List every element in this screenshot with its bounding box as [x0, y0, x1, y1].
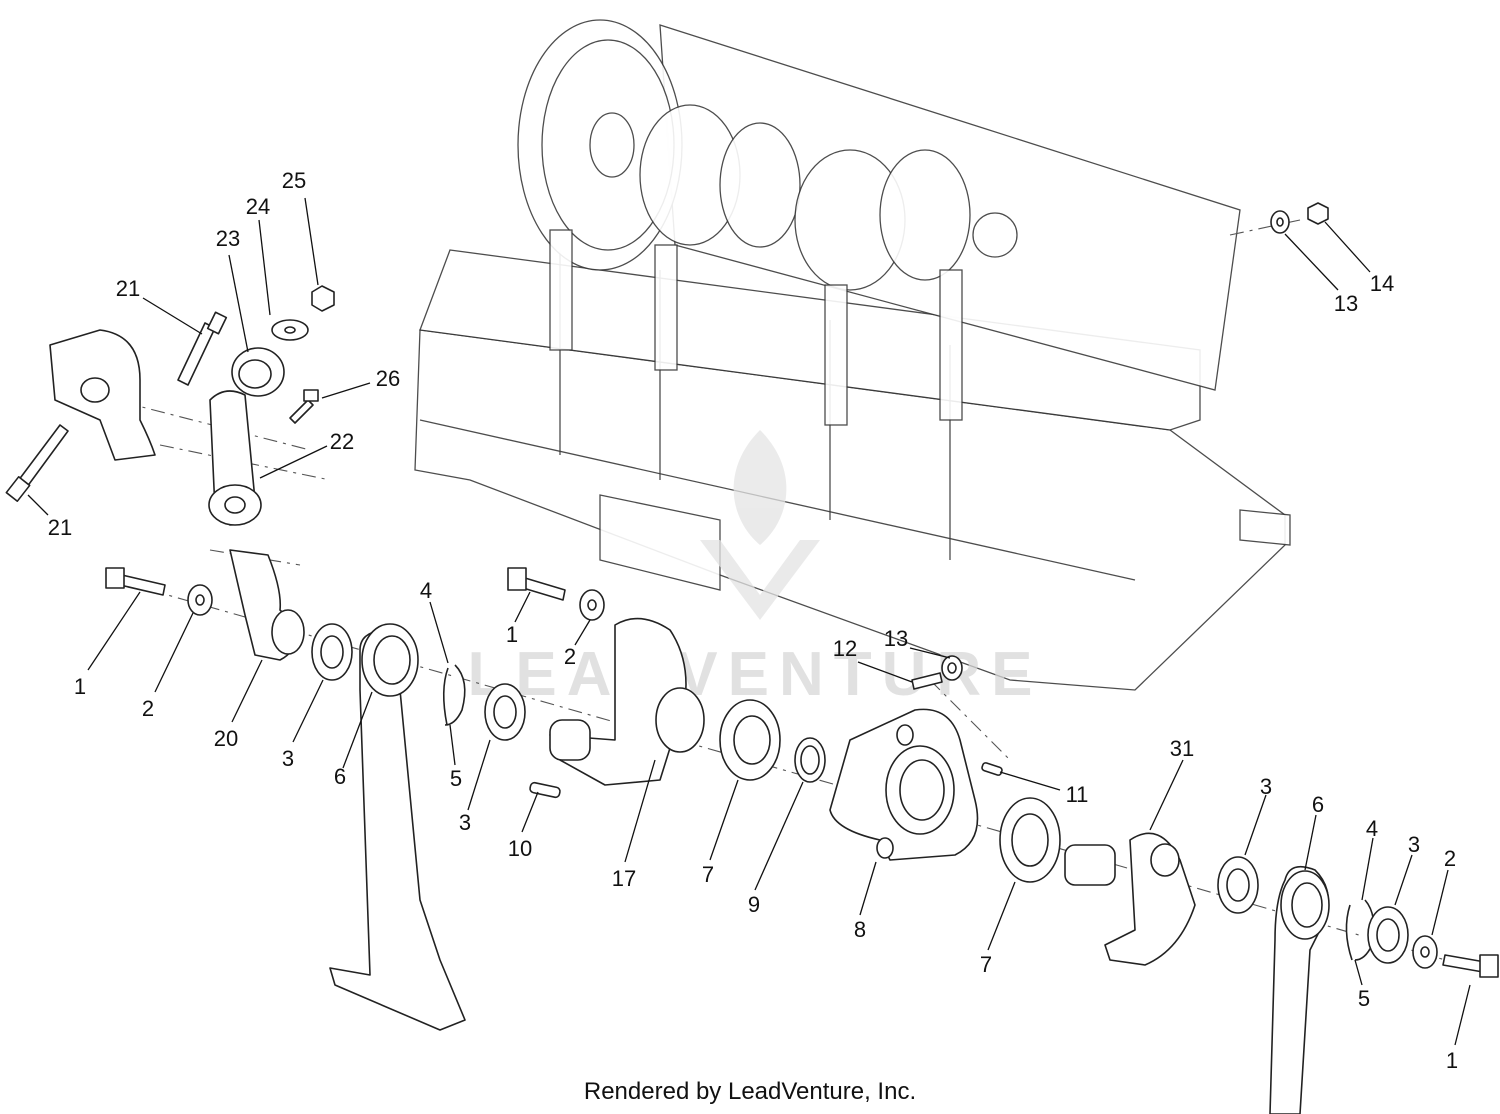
idler-bolt-lower [5, 424, 69, 502]
callout-1-left: 1 [74, 674, 86, 699]
connecting-arm-right [1269, 865, 1330, 1114]
callout-3-a: 3 [282, 746, 294, 771]
callout-21-lower: 21 [48, 515, 72, 540]
bearing-right-1 [1217, 856, 1259, 914]
background-pulley [517, 19, 683, 271]
callout-6-left: 6 [334, 764, 346, 789]
callout-5-right: 5 [1358, 986, 1370, 1011]
bearing-right-large [999, 797, 1061, 883]
callout-11: 11 [1066, 782, 1089, 807]
leader-lines [27, 197, 1471, 1046]
callout-7-b: 7 [980, 952, 992, 977]
callout-20: 20 [214, 726, 238, 751]
idler-bracket [49, 329, 156, 461]
callout-21-upper: 21 [116, 276, 140, 301]
idler-arm [208, 390, 262, 526]
shaft-key [529, 781, 561, 799]
washer-right [1412, 935, 1438, 969]
end-bearing-housing [229, 549, 305, 661]
idler-washer [271, 319, 309, 341]
callout-3-d: 3 [1408, 832, 1420, 857]
callout-12: 12 [833, 636, 857, 661]
callout-4-left: 4 [420, 578, 432, 603]
callout-6-right: 6 [1312, 792, 1324, 817]
connecting-arm-left [329, 623, 466, 1031]
crank-right [1064, 832, 1196, 966]
callout-17: 17 [612, 866, 636, 891]
callout-labels: 25 24 23 21 26 22 21 14 13 1 2 20 3 6 4 … [48, 168, 1458, 1073]
callout-4-right: 4 [1366, 816, 1378, 841]
callout-2-center: 2 [564, 644, 576, 669]
callout-10: 10 [508, 836, 532, 861]
callout-23: 23 [216, 226, 240, 251]
callout-2-left: 2 [142, 696, 154, 721]
callout-9: 9 [748, 892, 760, 917]
callout-13-top: 13 [1334, 291, 1358, 316]
callout-3-b: 3 [459, 810, 471, 835]
callout-14: 14 [1370, 271, 1394, 296]
idler-bolt-upper [177, 311, 228, 386]
housing-washer [941, 655, 963, 681]
callout-13-center: 13 [884, 626, 908, 651]
idler-pulley [231, 347, 285, 397]
bolt-right [1442, 954, 1499, 978]
callout-2-right: 2 [1444, 846, 1456, 871]
callout-25: 25 [282, 168, 306, 193]
center-bearing-housing [829, 708, 979, 861]
bearing-left-2 [484, 683, 526, 741]
bearing-right-2 [1367, 906, 1409, 964]
bolt-center [507, 567, 566, 601]
callout-1-center: 1 [506, 622, 518, 647]
callout-22: 22 [330, 429, 354, 454]
bearing-large [719, 699, 781, 781]
crank-left [549, 617, 705, 786]
bolt-left [105, 567, 166, 596]
frame-nut [1307, 202, 1329, 225]
idler-nut [311, 285, 335, 312]
housing-bolt [911, 672, 943, 690]
spacer-ring [794, 737, 826, 783]
housing-pin [981, 762, 1003, 776]
callout-31: 31 [1170, 736, 1194, 761]
callout-7-a: 7 [702, 862, 714, 887]
callout-3-c: 3 [1260, 774, 1272, 799]
background-cranks [549, 104, 1018, 426]
callout-8: 8 [854, 917, 866, 942]
callout-24: 24 [246, 194, 270, 219]
washer-left [187, 584, 213, 616]
bearing-left-1 [311, 623, 353, 681]
snap-ring-left [442, 664, 466, 726]
callout-5-left: 5 [450, 766, 462, 791]
callout-1-right: 1 [1446, 1048, 1458, 1073]
rendered-by-footer: Rendered by LeadVenture, Inc. [583, 1078, 917, 1105]
idler-small-bolt [289, 389, 319, 424]
frame-washer [1270, 210, 1290, 234]
washer-center [579, 589, 605, 621]
callout-26: 26 [376, 366, 400, 391]
